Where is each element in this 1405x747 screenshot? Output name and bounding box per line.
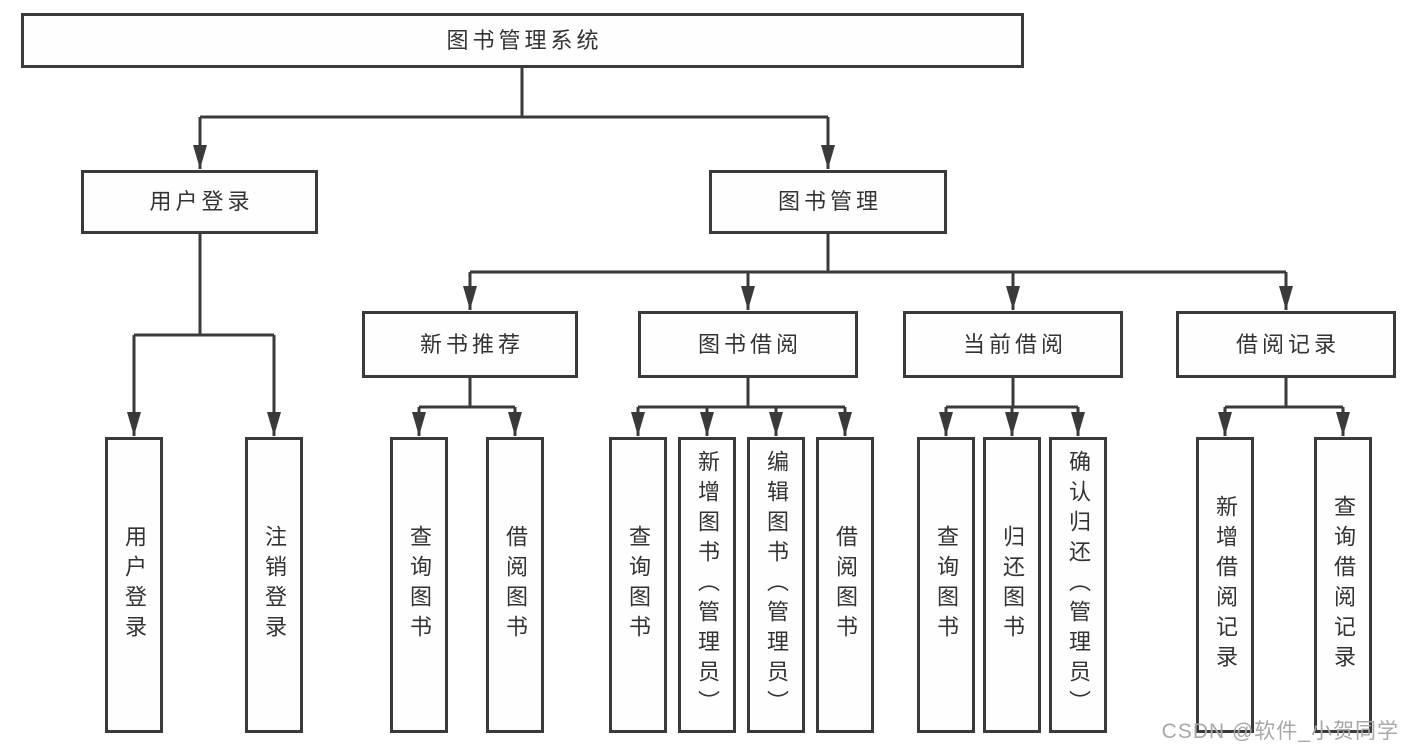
node-label: 注销登录 bbox=[262, 525, 287, 645]
leaf-return-books: 归还图书 bbox=[983, 437, 1041, 733]
leaf-add-books-admin: 新增图书（管理员） bbox=[678, 437, 736, 733]
node-label: 确认归还（管理员） bbox=[1066, 450, 1091, 720]
node-library-system: 图书管理系统 bbox=[21, 13, 1024, 68]
node-label: 查询图书 bbox=[407, 525, 432, 645]
leaf-confirm-return-admin: 确认归还（管理员） bbox=[1049, 437, 1107, 733]
leaf-borrow-books: 借阅图书 bbox=[816, 437, 874, 733]
leaf-query-books-current: 查询图书 bbox=[917, 437, 975, 733]
node-label: 借阅图书 bbox=[503, 525, 528, 645]
node-label: 归还图书 bbox=[1000, 525, 1025, 645]
leaf-add-borrow-record: 新增借阅记录 bbox=[1196, 437, 1254, 733]
node-label: 用户登录 bbox=[149, 189, 254, 214]
leaf-borrow-books-recommend: 借阅图书 bbox=[486, 437, 544, 733]
leaf-query-books-borrow: 查询图书 bbox=[609, 437, 667, 733]
node-label: 借阅图书 bbox=[833, 525, 858, 645]
leaf-edit-books-admin: 编辑图书（管理员） bbox=[747, 437, 805, 733]
leaf-query-borrow-record: 查询借阅记录 bbox=[1314, 437, 1372, 733]
leaf-user-login: 用户登录 bbox=[105, 437, 163, 733]
node-label: 当前借阅 bbox=[962, 331, 1067, 357]
node-current-borrowing: 当前借阅 bbox=[903, 311, 1123, 378]
node-borrowing-records: 借阅记录 bbox=[1176, 311, 1396, 378]
node-user-login: 用户登录 bbox=[81, 170, 318, 234]
csdn-watermark: CSDN @软件_小贺同学 bbox=[1161, 720, 1399, 743]
node-label: 查询借阅记录 bbox=[1331, 495, 1356, 675]
node-label: 编辑图书（管理员） bbox=[764, 450, 789, 720]
leaf-query-books-recommend: 查询图书 bbox=[390, 437, 448, 733]
node-label: 新增图书（管理员） bbox=[695, 450, 720, 720]
node-book-borrowing: 图书借阅 bbox=[638, 311, 858, 378]
node-label: 用户登录 bbox=[122, 525, 147, 645]
node-label: 查询图书 bbox=[934, 525, 959, 645]
node-label: 新书推荐 bbox=[419, 331, 524, 357]
node-label: 图书管理系统 bbox=[446, 27, 603, 53]
node-new-book-recommendation: 新书推荐 bbox=[362, 311, 578, 378]
node-label: 新增借阅记录 bbox=[1213, 495, 1238, 675]
node-book-management: 图书管理 bbox=[709, 170, 947, 234]
node-label: 图书管理 bbox=[777, 189, 882, 214]
leaf-logout: 注销登录 bbox=[245, 437, 303, 733]
node-label: 查询图书 bbox=[626, 525, 651, 645]
node-label: 借阅记录 bbox=[1235, 331, 1340, 357]
node-label: 图书借阅 bbox=[697, 331, 802, 357]
